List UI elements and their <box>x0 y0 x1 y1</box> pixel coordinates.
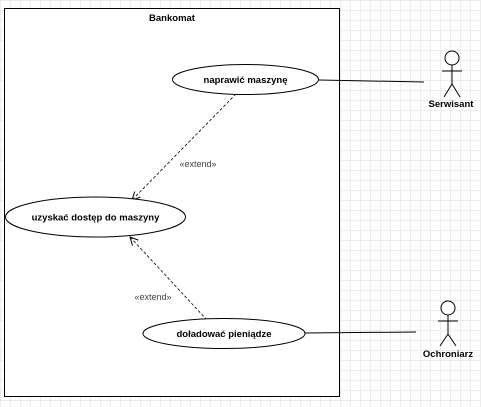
use-case-refill-label: doładować pieniądze <box>176 329 271 340</box>
extend-label-bottom: «extend» <box>134 292 171 302</box>
use-case-repair-ellipse <box>172 64 319 95</box>
use-case-refill-ellipse <box>142 318 306 349</box>
use-case-repair[interactable]: naprawić maszynę <box>172 64 319 95</box>
use-case-repair-label: naprawić maszynę <box>204 75 288 86</box>
association-serwisant <box>318 79 425 83</box>
actor-serwisant-label: Serwisant <box>429 99 475 110</box>
use-case-access-ellipse <box>5 196 186 238</box>
extend-label-top: «extend» <box>179 159 216 169</box>
use-case-refill[interactable]: doładować pieniądze <box>142 318 306 349</box>
actor-ochroniarz-label: Ochroniarz <box>423 349 473 360</box>
extend-arrow-refill <box>130 237 208 321</box>
actor-serwisant-icon <box>442 50 462 98</box>
use-case-access[interactable]: uzyskać dostęp do maszyny <box>5 196 186 238</box>
use-case-access-label: uzyskać dostęp do maszyny <box>32 213 160 224</box>
association-ochroniarz <box>304 331 417 334</box>
actor-ochroniarz[interactable]: Ochroniarz <box>423 300 473 360</box>
actor-ochroniarz-icon <box>438 300 458 347</box>
actor-serwisant[interactable]: Serwisant <box>429 50 475 110</box>
system-title: Bankomat <box>149 13 196 24</box>
